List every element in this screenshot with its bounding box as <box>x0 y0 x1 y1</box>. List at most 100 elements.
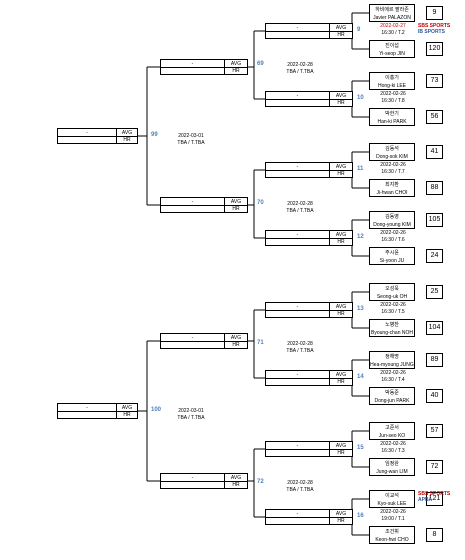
slot-row: HR <box>266 378 352 385</box>
player-name-korean: 고준서 <box>385 425 399 431</box>
slot-row: HR <box>161 205 247 212</box>
match-time: TBA / T.TBA <box>286 487 314 493</box>
match-date: 2022-02-28 <box>287 201 313 207</box>
slot-player: - <box>266 442 330 449</box>
slot-player <box>58 411 117 418</box>
slot-player <box>161 481 225 488</box>
match-date: 2022-02-28 <box>287 341 313 347</box>
slot-row: -AVG <box>266 24 352 32</box>
match-number: 10 <box>357 95 364 101</box>
player-name-korean: 노병찬 <box>385 322 399 328</box>
slot-player: - <box>161 198 225 205</box>
hr-label: HR <box>123 412 131 418</box>
avg-label: AVG <box>335 93 347 99</box>
match-time: 16:30 / T.5 <box>381 309 405 315</box>
logo-line: IB SPORTS <box>418 29 445 35</box>
match-date: 2022-02-26 <box>380 230 406 236</box>
hr-label: HR <box>337 32 345 38</box>
match-date: 2022-03-01 <box>178 133 204 139</box>
slot-player: - <box>266 92 330 99</box>
slot-row: HR <box>266 170 352 177</box>
hr-label: HR <box>337 100 345 106</box>
slot-player <box>266 517 330 524</box>
match-date: 2022-02-26 <box>380 302 406 308</box>
hr-label: HR <box>337 311 345 317</box>
logo-line: SBS SPORTS <box>418 491 451 497</box>
match-time: TBA / T.TBA <box>286 208 314 214</box>
match-date: 2022-02-26 <box>380 441 406 447</box>
match-time: TBA / T.TBA <box>286 348 314 354</box>
match-number: 15 <box>357 445 364 451</box>
match-date: 2022-02-27 <box>380 23 406 29</box>
match-date: 2022-02-26 <box>380 162 406 168</box>
slot-player <box>266 378 330 385</box>
match-number: 11 <box>357 166 364 172</box>
player-name-english: Han-ki PARK <box>377 119 407 125</box>
player-name-english: Yi-seop JIN <box>379 51 405 57</box>
slot-player <box>58 136 117 143</box>
avg-label: AVG <box>335 232 347 238</box>
slot-row: -AVG <box>266 231 352 239</box>
slot-row: HR <box>161 341 247 348</box>
player-name-korean: 조건휘 <box>385 529 399 535</box>
player-name-english: Byoung-chan NOH <box>371 330 413 336</box>
slot-player: - <box>161 60 225 67</box>
player-score: 88 <box>426 181 443 195</box>
slot-player: - <box>266 371 330 378</box>
match-date: 2022-02-28 <box>287 480 313 486</box>
slot-row: -AVG <box>161 60 247 68</box>
slot-row: -AVG <box>266 442 352 450</box>
match-number: 12 <box>357 234 364 240</box>
player-score: 105 <box>426 213 443 227</box>
player-name-english: Dong-young KIM <box>373 222 411 228</box>
slot-player <box>161 341 225 348</box>
slot-row: HR <box>161 67 247 74</box>
player-name-english: Keon-hwi CHO <box>375 537 409 543</box>
player-score: 121 <box>426 492 443 506</box>
slot-row: HR <box>58 411 137 418</box>
player-box: 노병찬 Byoung-chan NOH <box>369 319 415 337</box>
player-name-english: Seong-uk OH <box>376 294 408 300</box>
match-time: 16:30 / T.6 <box>381 237 405 243</box>
match-time: TBA / T.TBA <box>177 140 205 146</box>
hr-label: HR <box>232 206 240 212</box>
player-name-korean: 박동준 <box>385 390 399 396</box>
player-box: 조건휘 Keon-hwi CHO <box>369 526 415 544</box>
player-name-korean: 최지환 <box>385 182 399 188</box>
avg-label: AVG <box>335 164 347 170</box>
player-name-english: Dong-jun PARK <box>374 398 410 404</box>
match-number: 69 <box>257 61 264 67</box>
player-score: 41 <box>426 145 443 159</box>
player-score: 104 <box>426 321 443 335</box>
hr-label: HR <box>337 450 345 456</box>
avg-label: AVG <box>335 443 347 449</box>
match-number: 16 <box>357 513 364 519</box>
slot-player: - <box>58 404 117 411</box>
player-box: 박한기 Han-ki PARK <box>369 108 415 126</box>
hr-label: HR <box>337 171 345 177</box>
logo-line: SBS SPORTS <box>418 23 451 29</box>
avg-label: AVG <box>230 199 242 205</box>
slot-row: HR <box>266 31 352 38</box>
player-name-english: Javier PALAZON <box>373 15 411 21</box>
player-name-english: Si-yoon JU <box>379 258 405 264</box>
match-time: 16:30 / T.7 <box>381 169 405 175</box>
slot-player: - <box>266 303 330 310</box>
slot-row: -AVG <box>266 371 352 379</box>
match-time: 16:30 / T.2 <box>381 30 405 36</box>
slot-player <box>161 205 225 212</box>
slot-row: -AVG <box>266 510 352 518</box>
player-name-korean: 박한기 <box>385 111 399 117</box>
